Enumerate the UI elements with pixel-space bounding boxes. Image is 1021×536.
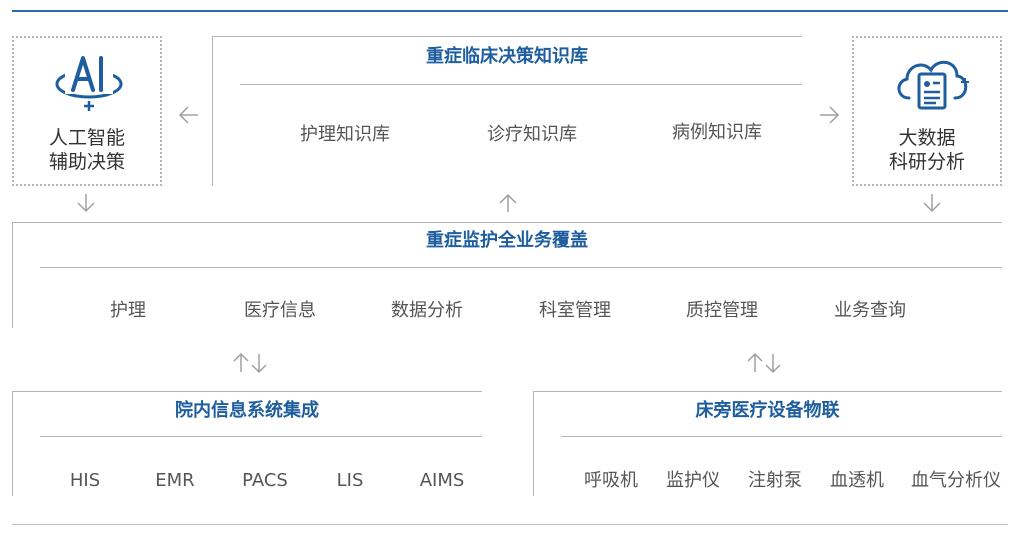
kb-box-left-border [212,36,213,186]
arrow-up-icon [499,193,517,212]
top-rule [12,10,1008,12]
monitor-title-divider [40,267,1002,268]
his-item-pacs: PACS [242,470,288,491]
monitor-item-department-mgmt: 科室管理 [539,300,611,321]
his-item-emr: EMR [155,470,195,491]
monitor-box-top-border [12,222,1002,223]
bottom-rule [12,524,1008,525]
big-data-box: 大数据 科研分析 [852,36,1002,186]
ai-icon [55,56,123,111]
his-item-aims: AIMS [419,470,465,491]
cloud-document-icon [897,60,969,110]
monitor-item-medical-info: 医疗信息 [244,300,316,321]
his-box-left-border [12,391,13,496]
kb-item-cases: 病例知识库 [672,122,762,143]
arrow-right-icon [820,106,840,124]
device-item-blood-gas: 血气分析仪 [911,470,1001,491]
monitor-title: 重症监护全业务覆盖 [426,230,588,251]
monitor-item-business-query: 业务查询 [834,300,906,321]
device-box-left-border [533,391,534,496]
device-item-monitor: 监护仪 [666,470,720,491]
kb-title-divider [240,84,802,85]
device-title: 床旁医疗设备物联 [695,400,840,421]
device-title-divider [561,436,1002,437]
device-box-top-border [533,391,1002,392]
kb-item-nursing: 护理知识库 [300,124,390,145]
kb-item-diagnosis: 诊疗知识库 [487,124,577,145]
bidirectional-arrow-icon [747,352,781,374]
bidirectional-arrow-icon [233,352,267,374]
monitor-box-left-border [12,222,13,328]
device-item-infusion-pump: 注射泵 [748,470,802,491]
monitor-item-quality-control: 质控管理 [686,300,758,321]
kb-box-top-border [212,36,802,37]
monitor-item-nursing: 护理 [110,300,146,321]
device-item-dialysis: 血透机 [830,470,884,491]
his-title: 院内信息系统集成 [175,400,319,421]
ai-decision-label: 人工智能 辅助决策 [48,127,125,173]
kb-title: 重症临床决策知识库 [426,46,588,67]
big-data-label: 大数据 科研分析 [888,127,965,173]
ai-decision-box: 人工智能 辅助决策 [12,36,162,186]
his-item-lis: LIS [336,470,364,491]
his-box-top-border [12,391,482,392]
arrow-left-icon [178,106,198,124]
monitor-item-data-analysis: 数据分析 [391,300,463,321]
arrow-down-icon [923,194,941,213]
his-title-divider [40,436,482,437]
device-item-ventilator: 呼吸机 [584,470,638,491]
his-item-his: HIS [69,470,101,491]
arrow-down-icon [77,194,95,213]
